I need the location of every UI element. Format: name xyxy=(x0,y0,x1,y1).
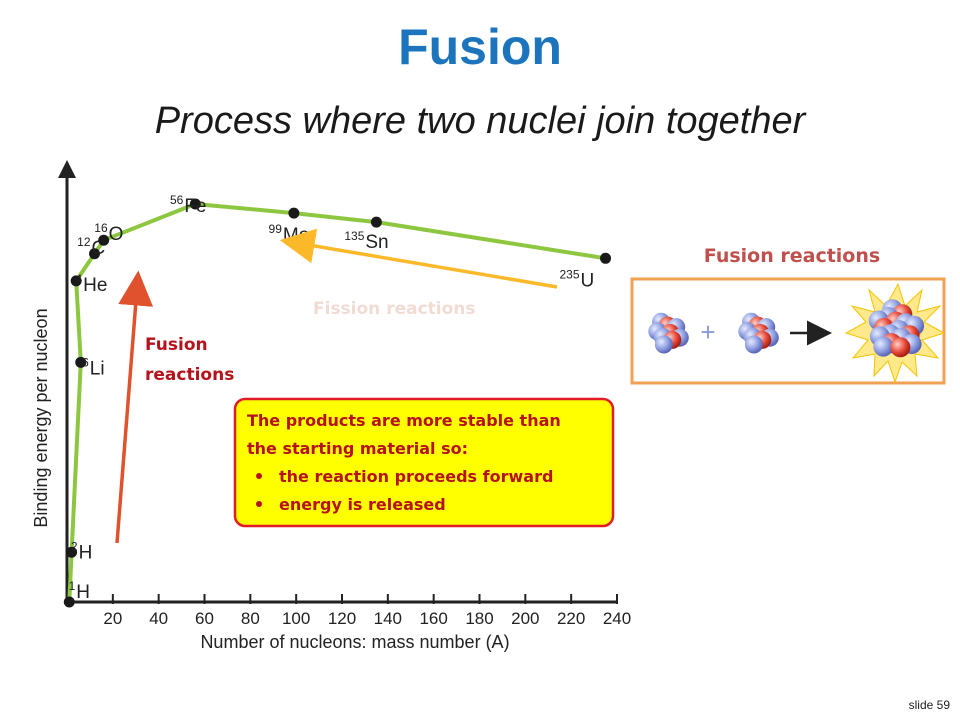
data-point xyxy=(288,207,300,219)
bullet-dot xyxy=(256,473,262,479)
nucleus-fused xyxy=(868,299,925,358)
info-box-line-2: the starting material so: xyxy=(247,439,468,458)
fusion-arrow-label-2: reactions xyxy=(145,365,234,385)
slide-number: slide 59 xyxy=(908,698,950,712)
proton-sphere xyxy=(890,337,911,358)
fission-arrow-label: Fission reactions xyxy=(313,299,476,319)
x-tick-label: 40 xyxy=(149,609,168,628)
neutron-sphere xyxy=(744,335,763,354)
x-tick-label: 180 xyxy=(465,609,493,628)
element-symbol-label: H xyxy=(76,582,90,603)
element-symbol-label: He xyxy=(83,275,107,296)
mass-number-label: 235 xyxy=(560,267,580,281)
fusion-arrow-label-1: Fusion xyxy=(145,335,208,355)
element-symbol-label: Fe xyxy=(184,196,206,217)
mass-number-label: 99 xyxy=(269,222,283,236)
mass-number-label: 12 xyxy=(77,235,91,249)
x-ticks: 20 40 60 80 100 120 140 160 180 200 220 240 xyxy=(103,594,631,628)
fission-arrow xyxy=(279,228,558,289)
y-axis-arrow xyxy=(58,160,76,178)
x-tick-label: 120 xyxy=(328,609,356,628)
info-box-line-1: The products are more stable than xyxy=(247,411,561,430)
neutron-sphere xyxy=(654,335,673,354)
data-point xyxy=(89,248,100,260)
y-axis-title: Binding energy per nucleon xyxy=(31,308,51,527)
data-point xyxy=(63,596,75,608)
data-point xyxy=(189,198,201,210)
element-symbol-label: Sn xyxy=(365,232,388,253)
axes: 20 40 60 80 100 120 140 160 180 200 220 240 Number … xyxy=(31,160,631,652)
fusion-arrow xyxy=(115,270,154,544)
data-point xyxy=(75,356,87,368)
nucleus-middle xyxy=(738,312,779,354)
data-point xyxy=(70,275,82,287)
info-box-bullet-2: energy is released xyxy=(279,495,446,514)
data-point xyxy=(98,234,110,246)
mass-number-label: 6 xyxy=(82,355,89,369)
x-tick-label: 200 xyxy=(511,609,539,628)
data-point xyxy=(600,252,612,264)
element-symbol-label: Li xyxy=(90,358,105,379)
x-axis-title: Number of nucleons: mass number (A) xyxy=(200,632,509,652)
fusion-reactions-panel: Fusion reactions + xyxy=(630,245,946,385)
neutron-sphere xyxy=(873,336,894,357)
x-tick-label: 160 xyxy=(419,609,447,628)
mass-number-label: 16 xyxy=(94,221,108,235)
info-box-bullet-1: the reaction proceeds forward xyxy=(279,467,553,486)
mass-number-label: 2 xyxy=(71,539,78,553)
binding-energy-curve xyxy=(67,202,606,603)
x-tick-label: 80 xyxy=(241,609,260,628)
x-tick-label: 60 xyxy=(195,609,214,628)
mass-number-label: 1 xyxy=(69,579,76,593)
page-title: Fusion xyxy=(398,19,562,75)
x-tick-label: 140 xyxy=(374,609,402,628)
x-tick-label: 220 xyxy=(557,609,585,628)
element-symbol-label: H xyxy=(79,542,93,563)
mass-number-label: 135 xyxy=(344,229,364,243)
plus-sign: + xyxy=(700,317,715,347)
element-symbol-label: U xyxy=(581,270,595,291)
data-point xyxy=(66,546,78,558)
x-tick-label: 100 xyxy=(282,609,310,628)
mass-number-label: 56 xyxy=(170,193,184,207)
panel-title: Fusion reactions xyxy=(704,245,880,267)
nucleus-left xyxy=(648,312,689,354)
page-subtitle: Process where two nuclei join together xyxy=(154,100,806,142)
bullet-dot xyxy=(256,501,262,507)
x-tick-label: 20 xyxy=(103,609,122,628)
data-point xyxy=(370,216,382,228)
info-box: The products are more stable than the st… xyxy=(233,397,615,528)
info-box-background xyxy=(233,397,615,528)
element-symbol-label: O xyxy=(109,224,124,245)
mass-number-label: 4 xyxy=(75,272,82,286)
x-tick-label: 240 xyxy=(603,609,631,628)
